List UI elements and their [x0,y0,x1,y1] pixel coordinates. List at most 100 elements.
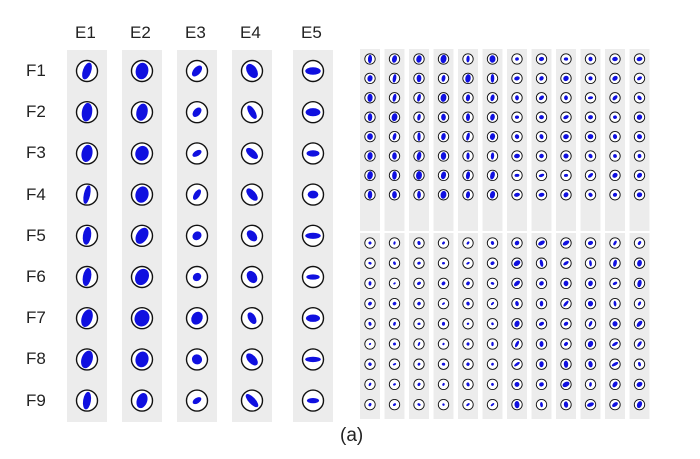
glyph-ellipse [490,74,495,83]
mini-glyph [609,189,621,201]
glyph-f7-e4 [240,307,264,330]
mini-glyph [388,150,401,162]
glyph-ellipse [491,341,494,347]
glyph-ellipse [612,56,618,62]
mini-glyph [486,378,499,391]
mini-glyph [462,297,474,310]
glyph-ellipse [442,241,445,245]
mini-glyph [633,237,646,249]
glyph-ellipse [490,94,495,102]
glyph-ellipse [540,401,543,408]
glyph-ellipse [82,62,92,80]
glyph-ellipse [417,240,421,246]
glyph-ellipse [489,133,496,140]
glyph-ellipse [368,281,372,286]
mini-glyph [584,277,597,290]
glyph-ellipse [391,113,398,122]
glyph-f1-e4 [240,59,264,83]
glyph-ellipse [588,361,593,368]
mini-glyph [584,358,597,370]
mini-glyph [535,257,548,269]
mini-glyph [388,111,401,123]
mini-glyph [535,237,548,249]
glyph-ellipse [636,172,643,178]
mini-glyph [584,169,597,182]
glyph-ellipse [612,341,618,347]
glyph-ellipse [490,261,495,266]
mini-glyph [486,111,499,123]
glyph-ellipse [515,95,519,101]
glyph-ellipse [539,341,544,347]
glyph-ellipse [392,342,397,346]
glyph-ellipse [491,382,494,386]
glyph-ellipse [514,361,520,367]
glyph-ellipse [440,54,447,64]
mini-glyph [633,297,646,310]
glyph-ellipse [612,281,618,286]
glyph-ellipse [613,240,617,246]
mini-glyph [584,111,597,123]
glyph-ellipse [466,55,470,63]
mini-glyph [609,53,621,65]
glyph-ellipse [82,268,92,286]
mini-glyph [364,398,376,411]
mini-glyph [364,111,376,123]
glyph-ellipse [637,134,642,140]
mini-glyph [560,237,572,249]
glyph-ellipse [81,102,93,122]
mini-glyph [633,338,646,350]
glyph-ellipse [82,391,92,410]
glyph-ellipse [514,192,520,197]
glyph-ellipse [135,268,149,286]
glyph-ellipse [538,240,545,246]
mini-glyph [511,398,523,411]
mini-glyph [633,398,646,411]
glyph-ellipse [563,115,569,120]
glyph-f2-e5 [301,100,325,124]
glyph-ellipse [441,321,446,326]
glyph-f8-e3 [185,348,209,371]
glyph-ellipse [563,401,569,408]
mini-glyph [437,189,450,201]
mini-glyph [462,257,474,269]
mini-glyph [486,338,499,350]
mini-glyph [633,378,646,391]
glyph-ellipse [589,382,592,387]
mini-glyph [364,92,376,104]
glyph-ellipse [563,360,569,368]
mini-glyph [584,257,597,269]
mini-glyph [486,53,499,65]
glyph-ellipse [514,240,520,246]
mini-glyph [633,318,646,330]
glyph-ellipse [134,309,150,327]
row-label-f1: F1 [26,61,46,80]
glyph-ellipse [637,240,642,246]
glyph-ellipse [392,152,397,160]
mini-glyph [486,150,499,162]
glyph-ellipse [538,321,545,326]
glyph-ellipse [613,154,617,158]
glyph-ellipse [612,95,618,101]
glyph-ellipse [588,320,593,327]
mini-glyph [560,257,572,269]
mini-glyph [560,130,572,143]
glyph-ellipse [588,192,593,197]
glyph-ellipse [191,354,203,365]
glyph-ellipse [514,381,520,387]
mini-glyph [462,150,474,162]
mini-glyph [388,53,401,65]
mini-glyph [486,72,499,85]
mini-glyph [413,297,425,310]
mini-glyph [633,92,646,104]
mini-glyph [388,130,401,143]
mini-glyph [364,338,376,350]
glyph-ellipse [441,362,446,366]
glyph-ellipse [588,56,593,62]
mini-glyph [437,92,450,104]
glyph-ellipse [563,300,569,307]
glyph-ellipse [368,382,372,387]
glyph-ellipse [636,401,643,409]
mini-glyph [388,318,401,330]
glyph-ellipse [392,171,397,180]
glyph-ellipse [306,397,320,404]
